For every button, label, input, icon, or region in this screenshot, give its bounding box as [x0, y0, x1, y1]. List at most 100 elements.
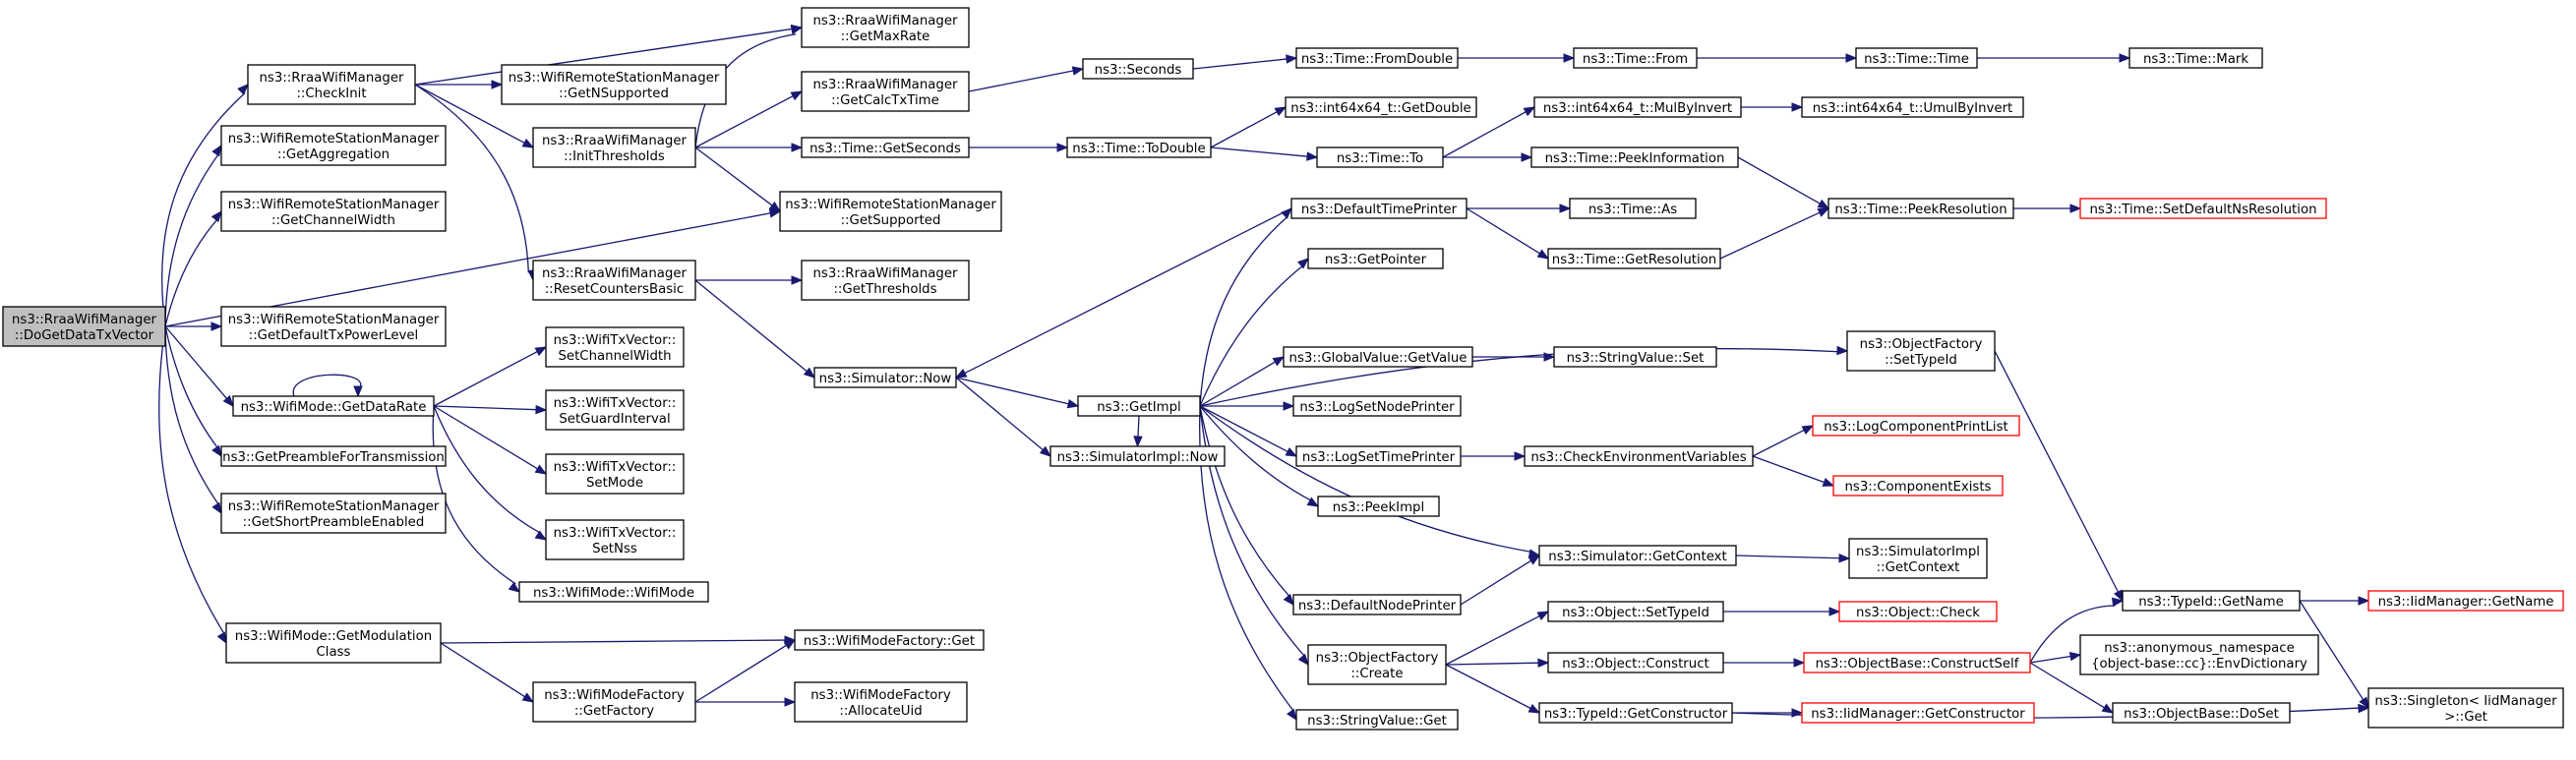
node-objectSetTypeId[interactable]: ns3::Object::SetTypeId	[1547, 601, 1724, 622]
node-label: ns3::int64x64_t::MulByInvert	[1543, 101, 1732, 116]
node-box	[225, 622, 442, 664]
node-label: ns3::Time::FromDouble	[1301, 52, 1453, 67]
node-getImpl[interactable]: ns3::GetImpl	[1077, 395, 1201, 417]
node-timeAs[interactable]: ns3::Time::As	[1569, 198, 1697, 219]
node-getShortPreamble[interactable]: ns3::WifiRemoteStationManager::GetShortP…	[220, 493, 447, 534]
node-setDefaultNsResolution[interactable]: ns3::Time::SetDefaultNsResolution	[2079, 198, 2327, 219]
node-typeIdGetName[interactable]: ns3::TypeId::GetName	[2122, 590, 2301, 612]
arrow-head	[1559, 204, 1572, 213]
node-int64GetDouble[interactable]: ns3::int64x64_t::GetDouble	[1285, 96, 1477, 118]
node-componentExists[interactable]: ns3::ComponentExists	[1832, 475, 2004, 497]
node-setNss[interactable]: ns3::WifiTxVector::SetNss	[545, 519, 685, 560]
arrow-head	[1793, 658, 1806, 668]
node-checkInit[interactable]: ns3::RraaWifiManager::CheckInit	[247, 64, 416, 105]
node-wifiMode[interactable]: ns3::WifiMode::WifiMode	[518, 581, 709, 603]
node-label: ns3::LogComponentPrintList	[1824, 420, 2008, 435]
node-defaultNodePrinter[interactable]: ns3::DefaultNodePrinter	[1292, 594, 1462, 615]
node-getSupported[interactable]: ns3::WifiRemoteStationManager::GetSuppor…	[779, 191, 1002, 232]
node-logSetTimePrinter[interactable]: ns3::LogSetTimePrinter	[1295, 445, 1462, 467]
node-defaultTimePrinter[interactable]: ns3::DefaultTimePrinter	[1290, 198, 1468, 219]
node-timeFrom[interactable]: ns3::Time::From	[1573, 47, 1698, 69]
node-setMode[interactable]: ns3::WifiTxVector::SetMode	[545, 453, 685, 495]
node-iidGetConstructor[interactable]: ns3::IidManager::GetConstructor	[1801, 702, 2035, 724]
node-getPreamble[interactable]: ns3::GetPreambleForTransmission	[220, 445, 447, 467]
node-getAggregation[interactable]: ns3::WifiRemoteStationManager::GetAggreg…	[220, 125, 447, 166]
node-typeIdGetConstructor[interactable]: ns3::TypeId::GetConstructor	[1538, 702, 1733, 724]
node-checkEnvVars[interactable]: ns3::CheckEnvironmentVariables	[1524, 445, 1754, 467]
node-singletonGet[interactable]: ns3::Singleton< IidManager>::Get	[2367, 687, 2564, 729]
node-simImplGetContext[interactable]: ns3::SimulatorImpl::GetContext	[1848, 538, 1988, 579]
node-getMaxRate[interactable]: ns3::RraaWifiManager::GetMaxRate	[801, 7, 970, 48]
node-timeGetSeconds[interactable]: ns3::Time::GetSeconds	[801, 137, 970, 158]
node-simGetContext[interactable]: ns3::Simulator::GetContext	[1538, 545, 1737, 566]
node-box	[1832, 475, 2004, 497]
node-objectFactorySetTypeId[interactable]: ns3::ObjectFactory::SetTypeId	[1846, 330, 1996, 372]
node-timeTo[interactable]: ns3::Time::To	[1316, 146, 1444, 168]
node-stringValueGet[interactable]: ns3::StringValue::Get	[1295, 709, 1459, 731]
node-setChannelWidth[interactable]: ns3::WifiTxVector::SetChannelWidth	[545, 326, 685, 368]
node-constructSelf[interactable]: ns3::ObjectBase::ConstructSelf	[1803, 652, 2031, 673]
arrow-head	[1536, 249, 1550, 260]
node-getDataRate[interactable]: ns3::WifiMode::GetDataRate	[232, 395, 435, 417]
edge-objectFactoryCreate-to-objectConstruct	[1445, 662, 1540, 666]
node-timeMark[interactable]: ns3::Time::Mark	[2128, 47, 2263, 69]
node-iidGetName[interactable]: ns3::IidManager::GetName	[2367, 590, 2564, 612]
node-objectBaseDoSet[interactable]: ns3::ObjectBase::DoSet	[2112, 702, 2291, 724]
node-getDefaultTxPowerLevel[interactable]: ns3::WifiRemoteStationManager::GetDefaul…	[220, 306, 447, 347]
node-toDouble[interactable]: ns3::Time::ToDouble	[1066, 137, 1212, 158]
node-getThresholds[interactable]: ns3::RraaWifiManager::GetThresholds	[801, 260, 970, 301]
node-getNSupported[interactable]: ns3::WifiRemoteStationManager::GetNSuppo…	[501, 64, 727, 105]
node-logSetNodePrinter[interactable]: ns3::LogSetNodePrinter	[1292, 395, 1462, 417]
node-peekResolution[interactable]: ns3::Time::PeekResolution	[1827, 198, 2014, 219]
node-box	[1801, 702, 2035, 724]
node-factoryGet[interactable]: ns3::WifiModeFactory::Get	[794, 629, 985, 651]
node-objectConstruct[interactable]: ns3::Object::Construct	[1547, 652, 1724, 673]
node-box	[518, 581, 709, 603]
node-getPointer[interactable]: ns3::GetPointer	[1307, 248, 1444, 269]
node-peekInformation[interactable]: ns3::Time::PeekInformation	[1530, 146, 1739, 168]
node-box	[801, 137, 970, 158]
node-label: ::GetSupported	[841, 213, 941, 228]
node-simImplNow[interactable]: ns3::SimulatorImpl::Now	[1049, 445, 1226, 467]
edge-getImpl-to-defaultTimePrinter	[1199, 215, 1288, 407]
node-seconds[interactable]: ns3::Seconds	[1082, 58, 1194, 80]
node-simNow[interactable]: ns3::Simulator::Now	[813, 367, 957, 388]
node-getCalcTxTime[interactable]: ns3::RraaWifiManager::GetCalcTxTime	[801, 71, 970, 112]
node-initThresholds[interactable]: ns3::RraaWifiManager::InitThresholds	[532, 127, 696, 168]
node-envDictionary[interactable]: ns3::anonymous_namespace{object-base::cc…	[2079, 634, 2319, 675]
arrow-head	[222, 394, 234, 408]
node-objectFactoryCreate[interactable]: ns3::ObjectFactory::Create	[1307, 644, 1447, 685]
node-objectCheck[interactable]: ns3::Object::Check	[1838, 601, 1998, 622]
node-setGuardInterval[interactable]: ns3::WifiTxVector::SetGuardInterval	[545, 389, 685, 431]
edge-getImpl-to-logSetTimePrinter	[1199, 405, 1289, 453]
node-label: ns3::Object::SetTypeId	[1562, 606, 1709, 620]
node-label: ::GetChannelWidth	[271, 213, 395, 228]
edge-getImpl-to-objectFactoryCreate	[1199, 405, 1306, 658]
node-getFactory[interactable]: ns3::WifiModeFactory::GetFactory	[532, 681, 696, 723]
node-box	[1855, 47, 1978, 69]
node-label: ns3::WifiRemoteStationManager	[785, 198, 996, 212]
node-stringValueSet[interactable]: ns3::StringValue::Set	[1553, 346, 1717, 368]
node-getResolution[interactable]: ns3::Time::GetResolution	[1547, 248, 1721, 269]
node-umulByInvert[interactable]: ns3::int64x64_t::UmulByInvert	[1801, 96, 2024, 118]
node-globalValueGetValue[interactable]: ns3::GlobalValue::GetValue	[1283, 346, 1473, 368]
arrow-head	[1296, 258, 1310, 269]
edge-defaultTimePrinter-to-simNow	[963, 207, 1292, 375]
node-fromDouble[interactable]: ns3::Time::FromDouble	[1295, 47, 1459, 69]
node-label: ns3::ComponentExists	[1844, 480, 1991, 495]
arrow-head	[791, 143, 804, 152]
node-peekImpl[interactable]: ns3::PeekImpl	[1317, 496, 1440, 517]
node-box	[1049, 445, 1226, 467]
arrow-head	[1071, 66, 1085, 76]
node-root[interactable]: ns3::RraaWifiManager::DoGetDataTxVector	[2, 306, 166, 347]
arrow-head	[1283, 593, 1294, 607]
node-logComponentPrintList[interactable]: ns3::LogComponentPrintList	[1812, 415, 2020, 437]
node-mulByInvert[interactable]: ns3::int64x64_t::MulByInvert	[1533, 96, 1742, 118]
node-resetCountersBasic[interactable]: ns3::RraaWifiManager::ResetCountersBasic	[532, 260, 696, 301]
node-box	[1547, 601, 1724, 622]
node-allocateUid[interactable]: ns3::WifiModeFactory::AllocateUid	[794, 681, 968, 723]
edge-root-to-getAggregation	[164, 153, 219, 327]
node-getChannelWidth[interactable]: ns3::WifiRemoteStationManager::GetChanne…	[220, 191, 447, 232]
node-timeTime[interactable]: ns3::Time::Time	[1855, 47, 1978, 69]
